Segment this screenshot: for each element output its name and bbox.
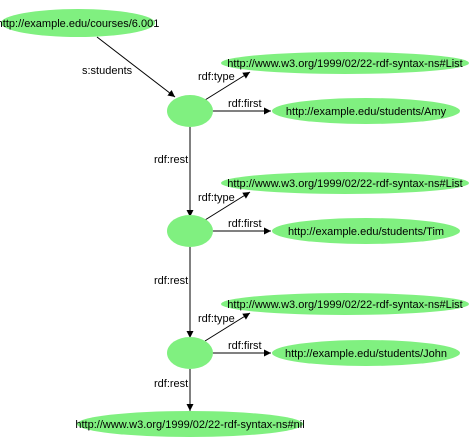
edge-label-students: s:students [82, 65, 133, 77]
node-tim: http://example.edu/students/Tim [272, 218, 460, 244]
node-blank-3 [167, 337, 213, 369]
edge-label-first-2: rdf:first [228, 218, 262, 230]
node-blank-2 [167, 215, 213, 247]
edges: s:students rdf:type rdf:first rdf:rest r… [82, 36, 271, 411]
edge-label-rest-1: rdf:rest [154, 154, 188, 166]
svg-text:http://www.w3.org/1999/02/22-r: http://www.w3.org/1999/02/22-rdf-syntax-… [227, 178, 462, 190]
edge-label-type-2: rdf:type [198, 192, 235, 204]
svg-text:http://www.w3.org/1999/02/22-r: http://www.w3.org/1999/02/22-rdf-syntax-… [75, 419, 304, 431]
svg-text:http://example.edu/students/Ti: http://example.edu/students/Tim [288, 226, 444, 238]
svg-text:http://example.edu/students/Jo: http://example.edu/students/John [285, 348, 447, 360]
edge-label-rest-2: rdf:rest [154, 275, 188, 287]
node-amy: http://example.edu/students/Amy [272, 98, 460, 124]
edge-students [96, 36, 176, 98]
svg-text:http://example.edu/courses/6.0: http://example.edu/courses/6.001 [0, 18, 159, 30]
svg-text:http://www.w3.org/1999/02/22-r: http://www.w3.org/1999/02/22-rdf-syntax-… [227, 58, 462, 70]
edge-label-type-1: rdf:type [198, 71, 235, 83]
edge-label-rest-3: rdf:rest [154, 378, 188, 390]
edge-type-2 [204, 191, 251, 221]
edge-type-1 [204, 71, 251, 101]
nodes: http://example.edu/courses/6.001 http://… [0, 9, 469, 437]
edge-label-first-1: rdf:first [228, 98, 262, 110]
node-type-list-1: http://www.w3.org/1999/02/22-rdf-syntax-… [221, 52, 469, 74]
node-nil: http://www.w3.org/1999/02/22-rdf-syntax-… [75, 411, 305, 437]
node-blank-1 [167, 95, 213, 127]
node-type-list-3: http://www.w3.org/1999/02/22-rdf-syntax-… [221, 293, 469, 315]
edge-label-type-3: rdf:type [198, 313, 235, 325]
svg-text:http://example.edu/students/Am: http://example.edu/students/Amy [286, 106, 447, 118]
svg-text:http://www.w3.org/1999/02/22-r: http://www.w3.org/1999/02/22-rdf-syntax-… [227, 299, 462, 311]
edge-type-3 [204, 312, 251, 342]
node-course: http://example.edu/courses/6.001 [0, 9, 159, 37]
edge-label-first-3: rdf:first [228, 340, 262, 352]
node-type-list-2: http://www.w3.org/1999/02/22-rdf-syntax-… [221, 172, 469, 194]
node-john: http://example.edu/students/John [272, 340, 460, 366]
